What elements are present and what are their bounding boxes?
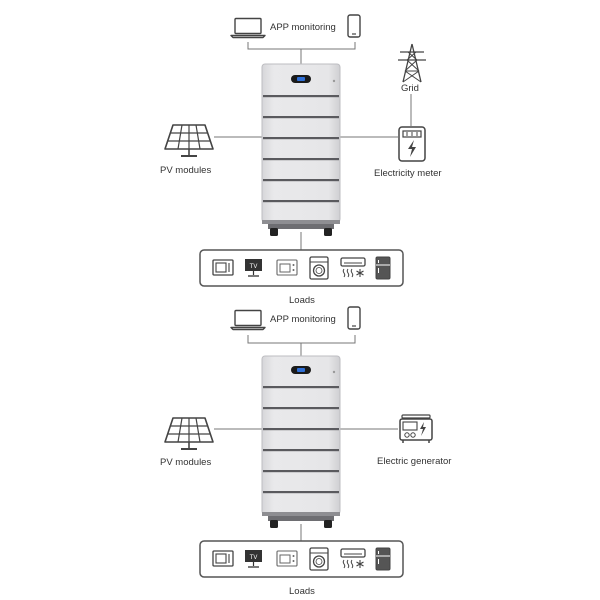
laptop-icon [230, 309, 266, 331]
solar-panel-icon [164, 417, 214, 450]
pv-modules-label: PV modules [160, 457, 211, 468]
svg-text:TV: TV [250, 264, 258, 270]
phone-icon [347, 14, 361, 38]
laptop-icon [230, 17, 266, 39]
app-monitoring-label: APP monitoring [270, 314, 336, 325]
battery-cabinet [261, 63, 341, 236]
electricity-meter-icon [398, 126, 426, 162]
pv-modules-label: PV modules [160, 165, 211, 176]
electricity-meter-label: Electricity meter [374, 168, 442, 179]
loads-label: Loads [289, 586, 315, 597]
electric-generator-label: Electric generator [377, 456, 451, 467]
microwave-icon [212, 550, 234, 567]
tv-icon: TV [245, 550, 262, 568]
tv-icon: TV [245, 259, 262, 277]
grid-label: Grid [401, 83, 419, 94]
loads-label: Loads [289, 295, 315, 306]
washing-machine-icon [309, 256, 329, 280]
air-conditioner-icon [340, 257, 366, 278]
microwave-icon [212, 259, 234, 276]
bottom-connector-lines [214, 335, 398, 541]
oven-icon [276, 259, 298, 276]
phone-icon [347, 306, 361, 330]
generator-icon [399, 414, 433, 444]
fridge-icon [375, 547, 391, 571]
washing-machine-icon [309, 547, 329, 571]
top-system: APP monitoring PV modules Grid Electrici… [160, 14, 442, 306]
solar-panel-icon [164, 124, 214, 157]
battery-cabinet [261, 355, 341, 528]
air-conditioner-icon [340, 548, 366, 569]
loads-box: TV [199, 540, 404, 578]
app-monitoring-label: APP monitoring [270, 22, 336, 33]
bottom-system: APP monitoring PV modules Electric gener… [160, 306, 451, 597]
oven-icon [276, 550, 298, 567]
loads-box: TV [199, 249, 404, 287]
svg-text:TV: TV [250, 555, 258, 561]
fridge-icon [375, 256, 391, 280]
top-connector-lines [214, 42, 412, 250]
power-pylon-icon [397, 43, 427, 83]
